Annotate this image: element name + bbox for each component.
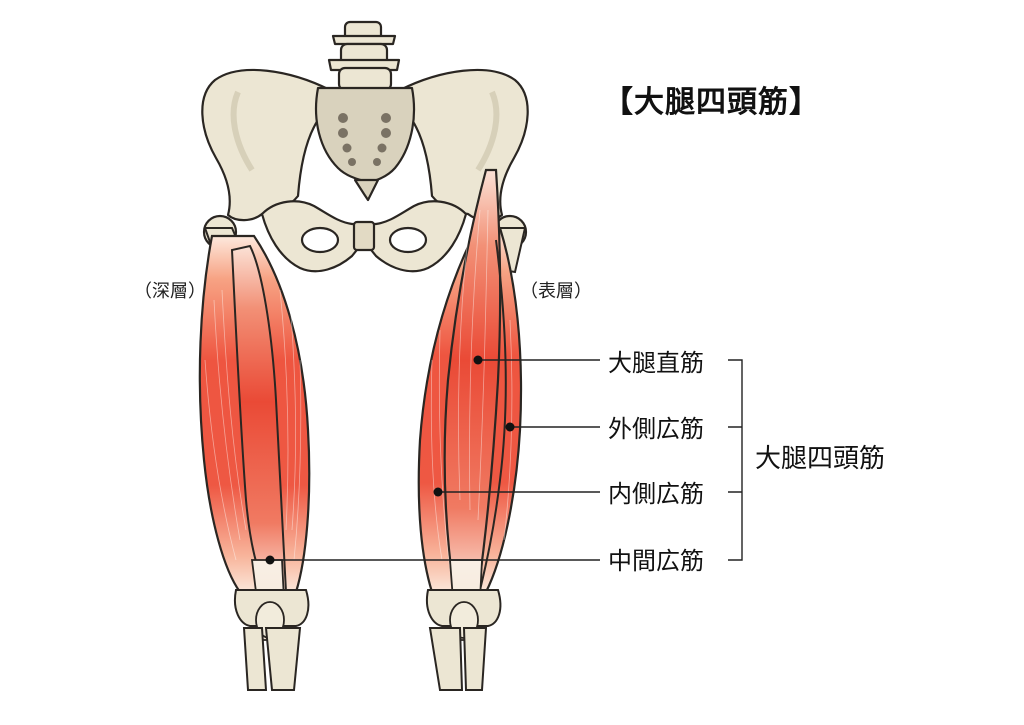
sacrum: [314, 86, 416, 184]
coccyx: [353, 178, 380, 202]
label-rectus-femoris: 大腿直筋: [608, 349, 704, 377]
leg-surface: [417, 168, 527, 691]
ilium-right: [201, 68, 332, 222]
leg-deep: [198, 227, 311, 691]
sacral-foramina: [338, 113, 391, 166]
label-dots: [265, 355, 515, 565]
dot-vastus-lateralis: [505, 422, 515, 432]
leader-lines: [270, 359, 743, 561]
label-vastus-intermedius: 中間広筋: [608, 547, 704, 575]
layer-label-deep: （深層）: [134, 281, 206, 302]
dot-vastus-intermedius: [265, 555, 275, 565]
ilium-left: [398, 68, 529, 222]
lumbar-vertebrae: [327, 20, 401, 92]
dot-vastus-medialis: [433, 487, 443, 497]
diagram-title: 【大腿四頭筋】: [603, 85, 820, 120]
pelvis: [201, 20, 529, 273]
label-vastus-lateralis: 外側広筋: [608, 415, 704, 443]
label-vastus-medialis: 内側広筋: [608, 480, 704, 508]
dot-rectus-femoris: [473, 355, 483, 365]
layer-label-surface: （表層）: [520, 281, 592, 302]
group-label: 大腿四頭筋: [755, 444, 886, 474]
group-bracket: [728, 359, 743, 561]
